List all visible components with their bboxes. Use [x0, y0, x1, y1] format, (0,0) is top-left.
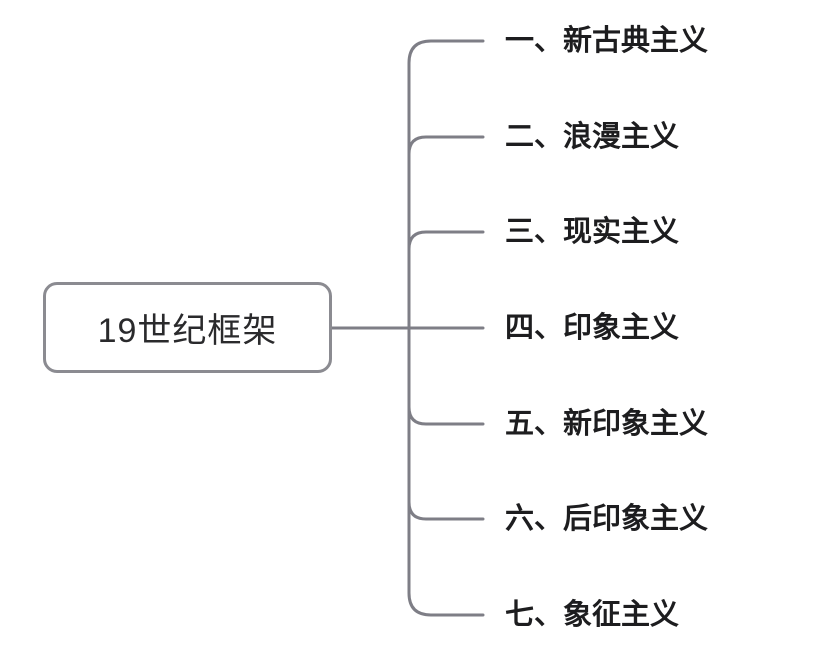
branch-node-3[interactable]: 三、现实主义	[505, 216, 680, 248]
branch-node-2[interactable]: 二、浪漫主义	[505, 121, 680, 153]
connector-group	[330, 39, 485, 617]
branch-line-3	[407, 230, 485, 251]
branch-node-4[interactable]: 四、印象主义	[505, 312, 680, 344]
branch-node-6[interactable]: 六、后印象主义	[505, 503, 709, 535]
branch-line-2	[407, 135, 485, 156]
branch-node-7[interactable]: 七、象征主义	[505, 599, 680, 631]
branch-node-5[interactable]: 五、新印象主义	[505, 408, 709, 440]
branch-line-6	[407, 500, 485, 521]
root-node-label: 19世纪框架	[97, 312, 278, 350]
branch-line-5	[407, 405, 485, 426]
root-node[interactable]: 19世纪框架	[43, 282, 332, 373]
branch-node-1[interactable]: 一、新古典主义	[505, 25, 709, 57]
spine-line	[407, 39, 485, 617]
